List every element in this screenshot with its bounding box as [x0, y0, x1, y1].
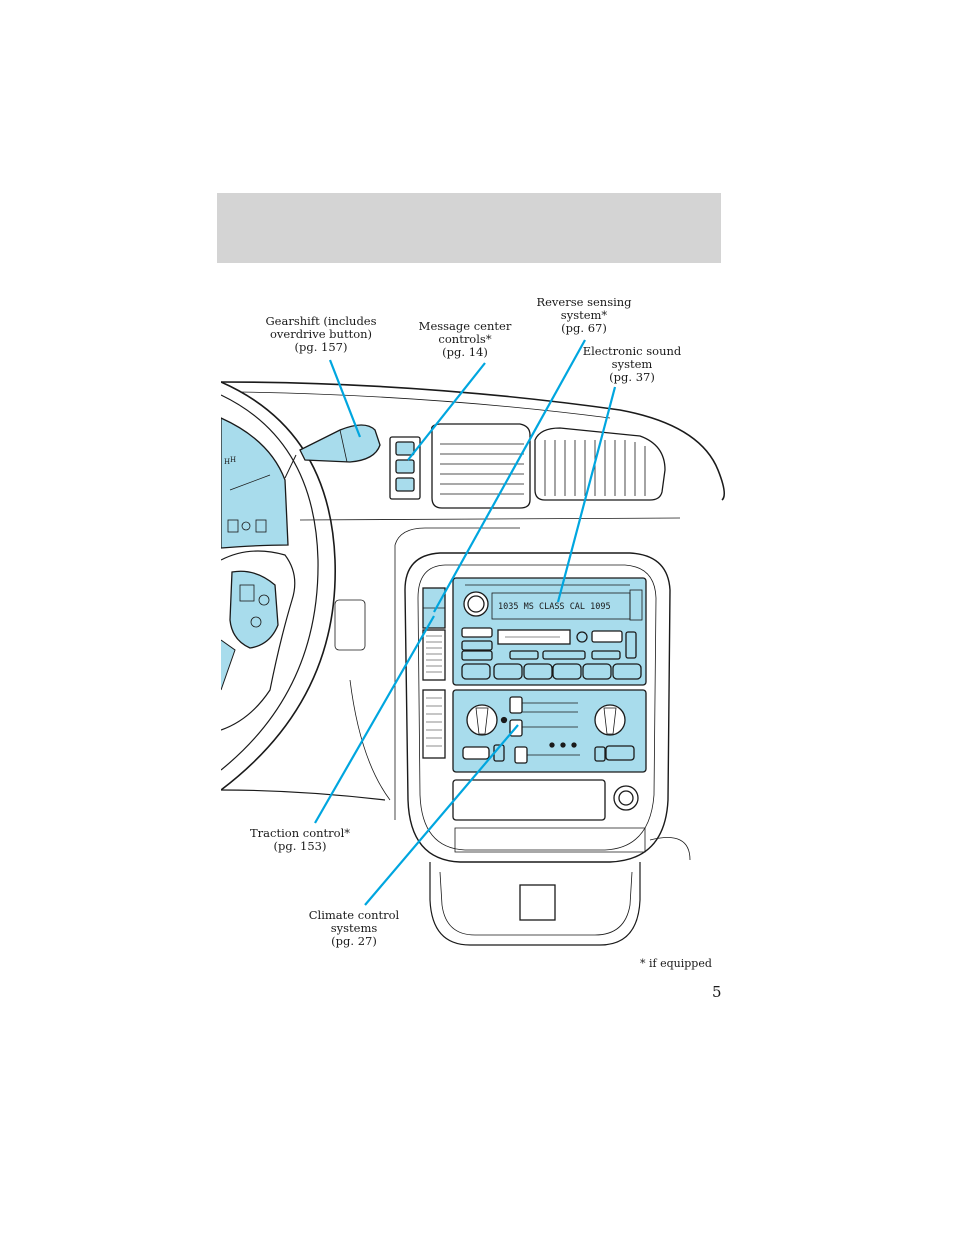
- leader-message-center: [407, 362, 486, 461]
- callout-gearshift: Gearshift (includes overdrive button) (p…: [265, 314, 377, 354]
- leader-traction-control: [314, 615, 435, 824]
- instrument-cluster: [221, 417, 289, 549]
- lower-console: [429, 862, 641, 946]
- radio-display-text: 1035 MS CLASS CAL 1095: [498, 602, 628, 618]
- callout-sound-system: Electronic sound system (pg. 37): [582, 344, 682, 384]
- radio-display-right: CAL 1095: [569, 602, 611, 612]
- leader-sound-system: [556, 386, 617, 603]
- svg-text:H: H: [230, 456, 236, 464]
- callout-reverse-sensing: Reverse sensing system* (pg. 67): [536, 295, 632, 335]
- footnote: * if equipped: [640, 957, 712, 970]
- leader-reverse-sensing: [433, 339, 586, 613]
- callout-climate-control: Climate control systems (pg. 27): [308, 908, 400, 948]
- radio-display-mid: MS CLASS: [523, 602, 565, 612]
- dash-top-edge: [221, 381, 726, 501]
- center-console: [404, 552, 671, 863]
- svg-text:H: H: [224, 458, 230, 466]
- leader-gearshift: [328, 359, 362, 438]
- page-number: 5: [712, 983, 722, 1001]
- callout-traction-control: Traction control* (pg. 153): [250, 826, 350, 853]
- steering-wheel-outer: [221, 381, 336, 791]
- leader-climate-control: [364, 724, 519, 906]
- radio-display-left: 1035: [498, 602, 519, 612]
- header-band: [217, 193, 721, 263]
- callout-message-center: Message center controls* (pg. 14): [418, 319, 512, 359]
- wheel-switch-pod: [229, 570, 279, 649]
- right-air-vent: [534, 427, 666, 501]
